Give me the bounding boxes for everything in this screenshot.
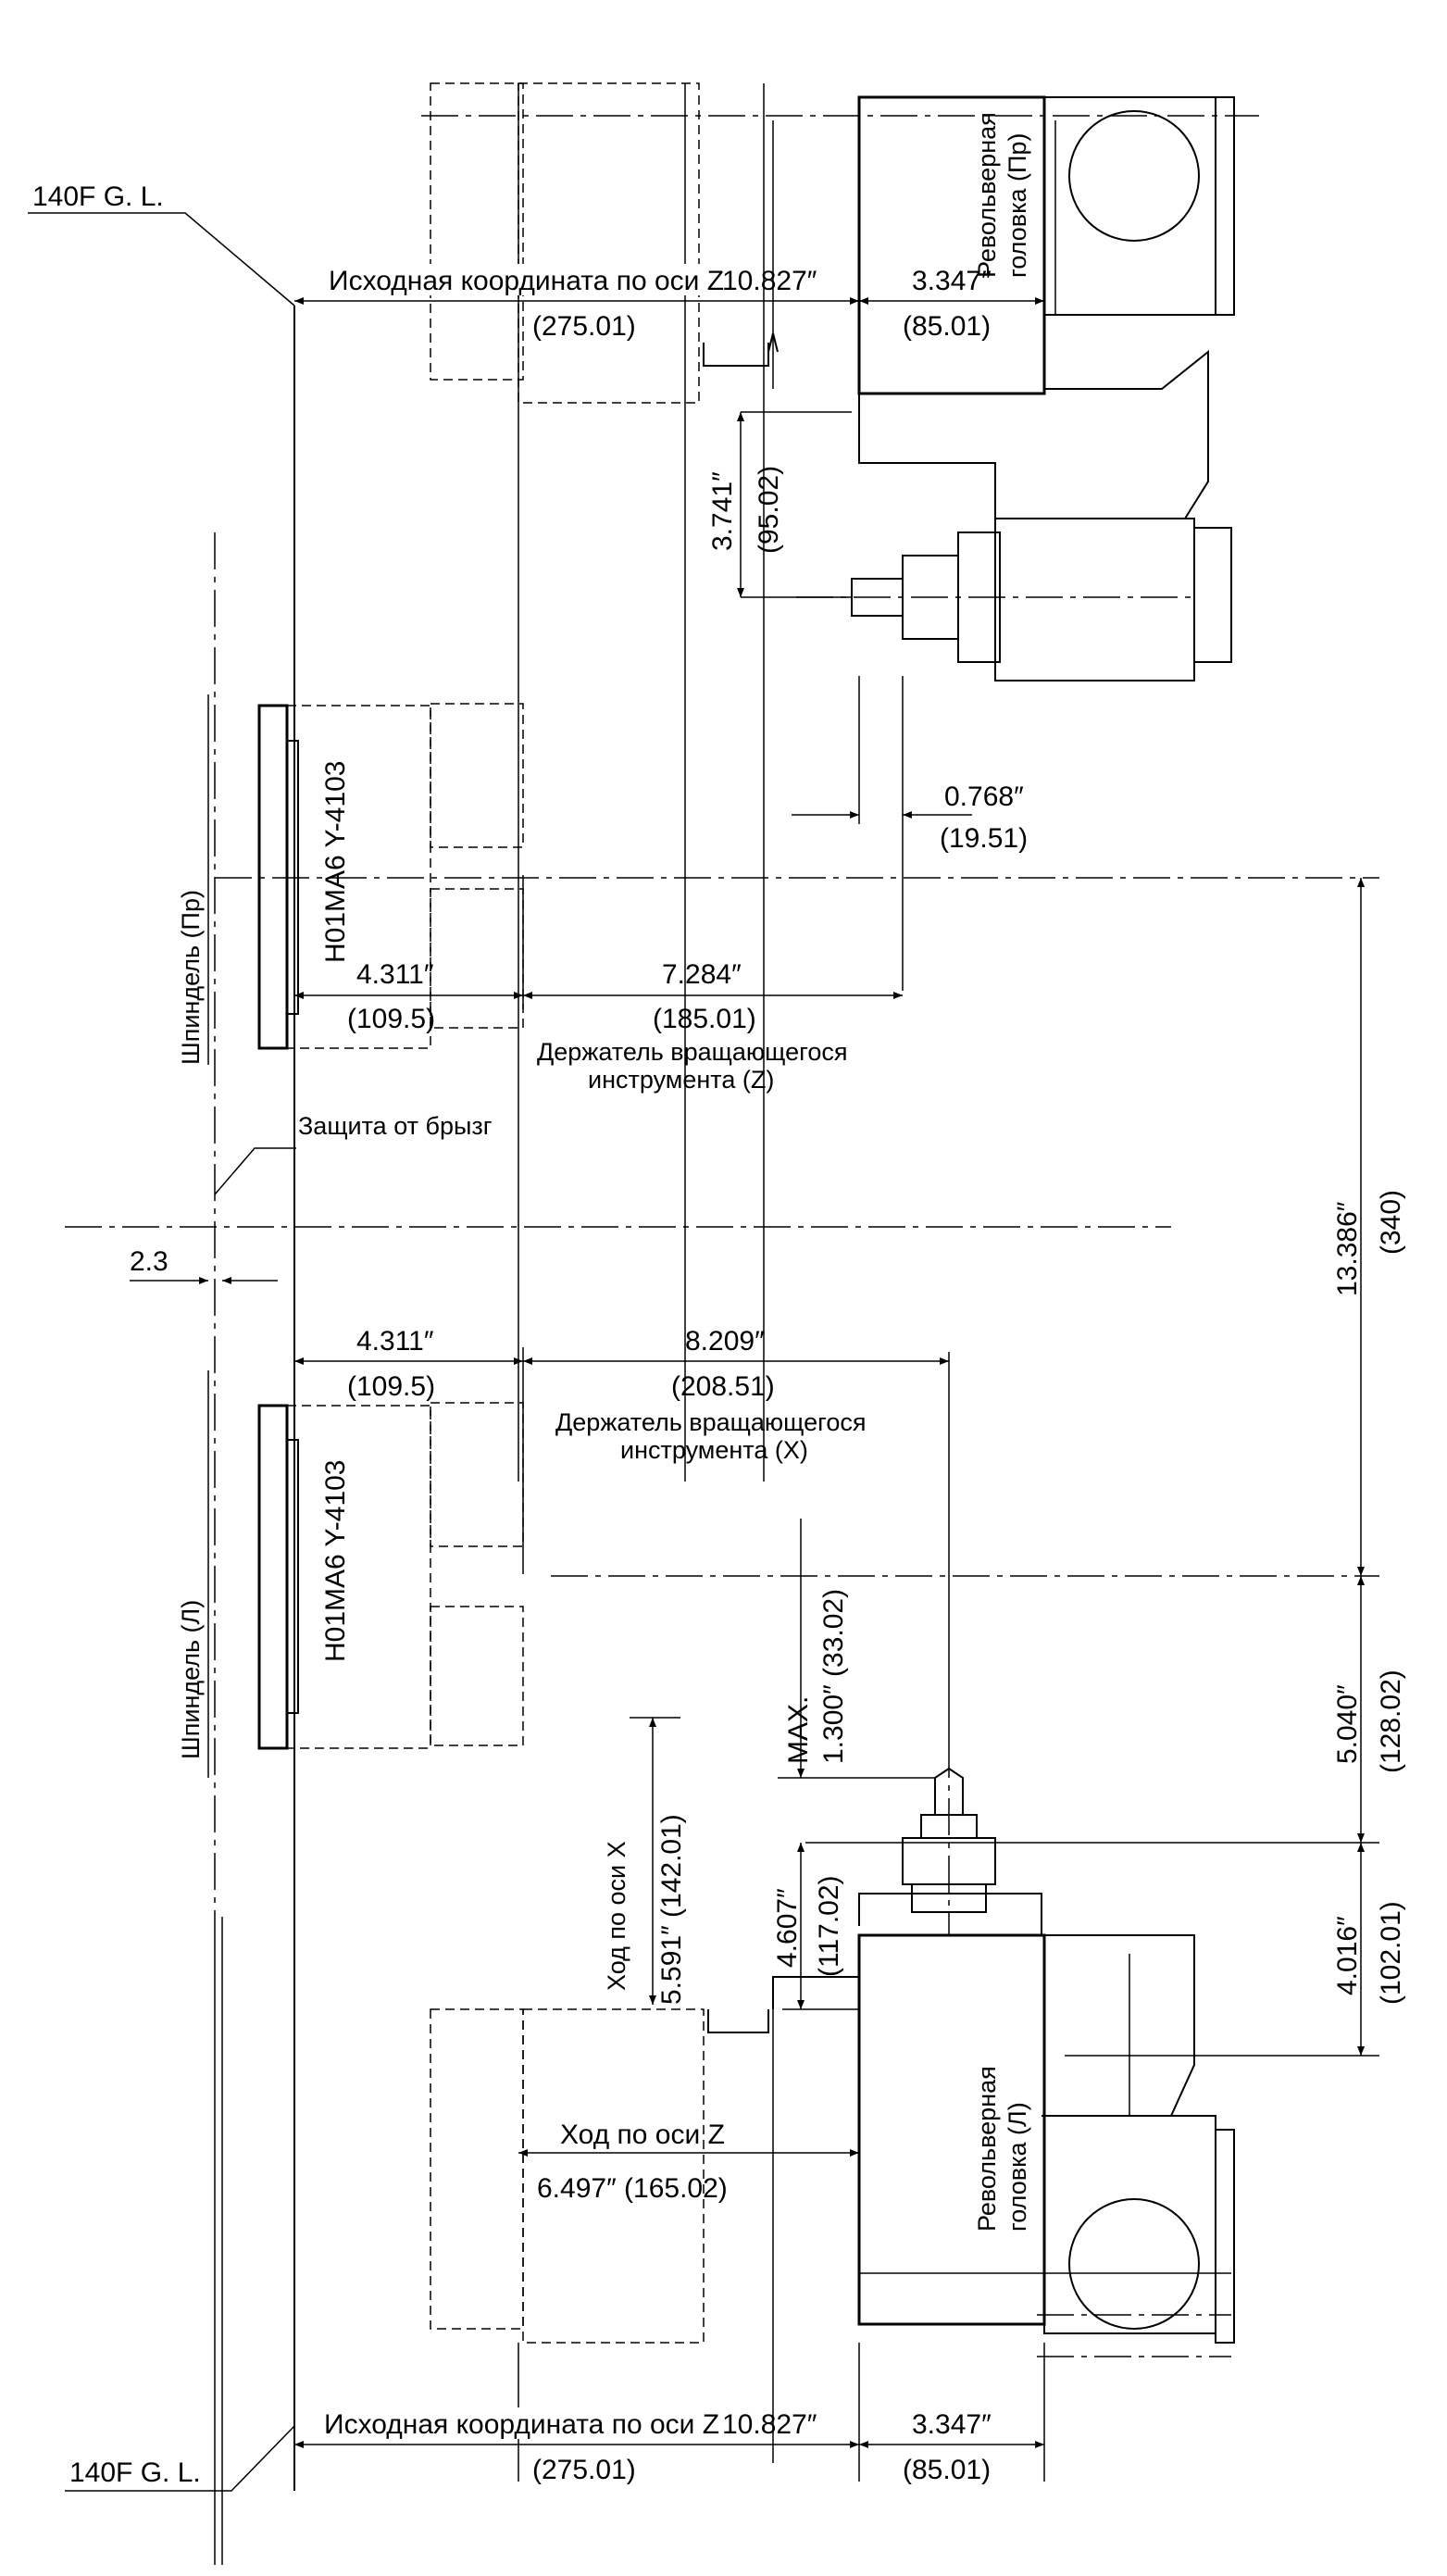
gl-bottom-label: 140F G. L. xyxy=(69,2457,201,2488)
dim-splash: Защита от брызг 2.3 xyxy=(130,1112,493,1284)
dim-bottom-origin: Исходная координата по оси Z 10.827″ (27… xyxy=(294,2407,1044,2485)
v13386-in: 13.386″ xyxy=(1332,1201,1363,1296)
bottom-dashed-block xyxy=(522,2008,705,2344)
chuck-right-outline xyxy=(286,705,431,1049)
top-turret-in: 3.347″ xyxy=(912,266,992,296)
top-dashed-block-b xyxy=(518,82,700,404)
turret-left-assembly xyxy=(430,1741,1235,2482)
chuck-top-label: H01MA6 Y-4103 xyxy=(320,761,351,964)
bottom-turret-in: 3.347″ xyxy=(912,2409,992,2440)
d7284-in: 7.284″ xyxy=(662,959,742,990)
chuck-bottom-label: H01MA6 Y-4103 xyxy=(320,1460,351,1663)
turret-right-label-1: Револьверная xyxy=(973,112,1001,278)
spindle-right-label: Шпиндель (Пр) xyxy=(177,890,205,1065)
v4016-mm: (102.01) xyxy=(1376,1901,1406,2005)
z-travel-value: 6.497″ (165.02) xyxy=(537,2173,728,2204)
d4311a-mm: (109.5) xyxy=(347,1004,435,1034)
z-travel-label: Ход по оси Z xyxy=(560,2120,725,2150)
d8209-mm: (208.51) xyxy=(671,1371,775,1402)
spindle-left-label: Шпиндель (Л) xyxy=(177,1600,205,1759)
x-travel-value: 5.591″ (142.01) xyxy=(656,1814,687,2005)
x-travel-label: Ход по оси X xyxy=(603,1841,630,1991)
v3741-in: 3.741″ xyxy=(707,471,738,551)
rotary-tool-head-z xyxy=(994,518,1195,682)
v5040-in: 5.040″ xyxy=(1332,1684,1363,1764)
v4607-in: 4.607″ xyxy=(772,1888,803,1968)
d0768-mm: (19.51) xyxy=(940,823,1028,854)
dim-z-travel: Ход по оси Z 6.497″ (165.02) xyxy=(518,2120,859,2204)
holder-z-line1: Держатель вращающегося xyxy=(537,1038,847,1066)
dim-x-travel: Ход по оси X 5.591″ (142.01) xyxy=(603,1717,687,2005)
d23-label: 2.3 xyxy=(130,1246,168,1277)
spindle-left-flange xyxy=(257,1404,289,1750)
gl-top-label: 140F G. L. xyxy=(32,181,164,212)
top-origin-in: 10.827″ xyxy=(722,266,817,296)
bottom-origin-mm: (275.01) xyxy=(532,2455,636,2485)
spindle-right-assembly xyxy=(207,532,1379,1917)
dim-1300: MAX. 1.300″ (33.02) xyxy=(778,1519,935,1779)
d7284-mm: (185.01) xyxy=(653,1004,756,1034)
top-turret-mm: (85.01) xyxy=(903,311,991,342)
turret-left-disk-icon xyxy=(1068,2198,1200,2330)
v3741-mm: (95.02) xyxy=(754,466,784,554)
top-origin-label: Исходная координата по оси Z xyxy=(329,266,724,296)
d4311b-in: 4.311″ xyxy=(356,1326,434,1357)
holder-z-line2: инструмента (Z) xyxy=(588,1066,774,1094)
v1300-value: 1.300″ (33.02) xyxy=(818,1589,849,1764)
d0768-in: 0.768″ xyxy=(944,782,1024,812)
dim-right-verticals: 13.386″ (340) 5.040″ (128.02) 4.016″ (10… xyxy=(805,878,1406,2057)
d8209-in: 8.209″ xyxy=(685,1326,765,1357)
rotated-labels: Револьверная головка (Пр) Револьверная г… xyxy=(177,112,1031,2232)
max-label: MAX. xyxy=(783,1696,814,1764)
bottom-turret-mm: (85.01) xyxy=(903,2455,991,2485)
chuck-left-outline xyxy=(286,1405,431,1749)
bottom-origin-label: Исходная координата по оси Z xyxy=(324,2409,719,2440)
gauge-line-group: 140F G. L. 140F G. L. xyxy=(28,181,295,2492)
dim-4607: 4.607″ (117.02) xyxy=(772,1843,859,2010)
v4607-mm: (117.02) xyxy=(814,1875,844,1977)
v5040-mm: (128.02) xyxy=(1376,1669,1406,1773)
turret-right-disk-icon xyxy=(1068,110,1200,242)
turret-right-assembly xyxy=(421,82,1259,1482)
dim-upper-spindle: 4.311″ (109.5) 7.284″ (185.01) Держатель… xyxy=(294,875,903,1094)
v4016-in: 4.016″ xyxy=(1332,1916,1363,1995)
spindle-left-assembly xyxy=(65,1226,1379,2565)
turret-left-label-1: Револьверная xyxy=(973,2066,1001,2232)
v13386-mm: (340) xyxy=(1376,1190,1406,1255)
spindle-right-flange xyxy=(257,704,289,1050)
dim-0768: 0.768″ (19.51) xyxy=(792,676,1028,991)
gl-bottom-leader xyxy=(65,2425,295,2492)
top-origin-mm: (275.01) xyxy=(532,311,636,342)
d4311a-in: 4.311″ xyxy=(356,959,434,990)
gl-top-leader xyxy=(28,212,295,306)
turret-right-label-2: головка (Пр) xyxy=(1004,133,1031,278)
d4311b-mm: (109.5) xyxy=(347,1371,435,1402)
dim-3741: 3.741″ (95.02) xyxy=(707,411,852,598)
splash-guard-label: Защита от брызг xyxy=(298,1112,493,1140)
dim-top-origin: Исходная координата по оси Z 10.827″ (27… xyxy=(294,120,1045,342)
dim-lower-spindle: 4.311″ (109.5) 8.209″ (208.51) Держатель… xyxy=(294,1326,950,1741)
holder-x-line1: Держатель вращающегося xyxy=(555,1408,866,1436)
holder-x-line2: инструмента (X) xyxy=(620,1436,808,1464)
turret-left-label-2: головка (Л) xyxy=(1004,2102,1031,2232)
top-dashed-block-a xyxy=(430,82,524,381)
bottom-origin-in: 10.827″ xyxy=(722,2409,817,2440)
